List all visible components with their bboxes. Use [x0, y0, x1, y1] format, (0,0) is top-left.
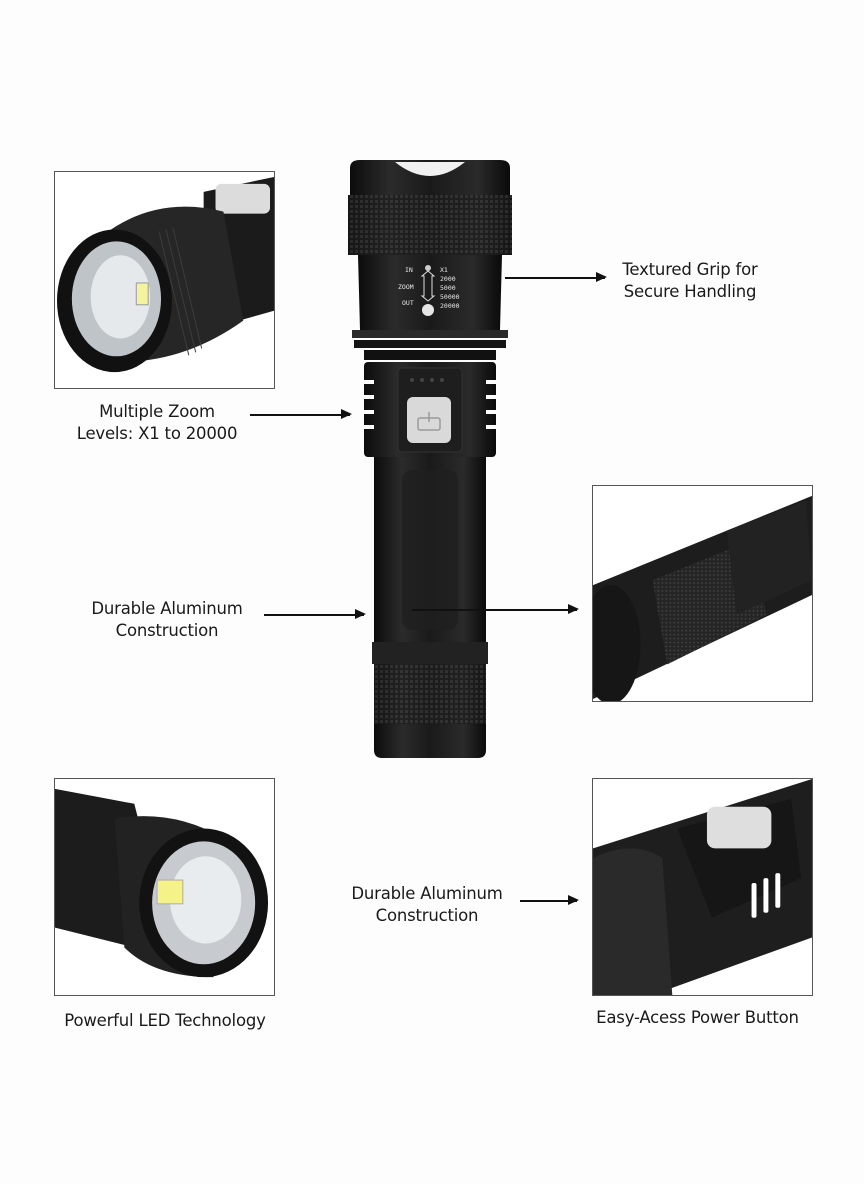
- caption-power-button: Easy-Acess Power Button: [596, 1008, 799, 1027]
- arrow-zoom-levels: [250, 410, 352, 418]
- inset-led-closeup: [54, 778, 275, 996]
- callout-textured-grip: Textured Grip for Secure Handling: [622, 260, 758, 301]
- svg-text:50000: 50000: [440, 293, 460, 301]
- main-flashlight-image: IN ZOOM OUT X1 2000 5000 50000 20000: [340, 150, 520, 770]
- marking-zoom: ZOOM: [398, 283, 414, 291]
- svg-text:2000: 2000: [440, 275, 456, 283]
- inset-button-closeup: [592, 778, 813, 996]
- grip-texture-icon: [593, 486, 812, 701]
- caption-led-technology: Powerful LED Technology: [64, 1011, 266, 1030]
- arrow-aluminum-mid-right: [412, 605, 579, 613]
- callout-aluminum-mid: Durable Aluminum Construction: [91, 599, 243, 640]
- led-head-icon: [55, 172, 274, 388]
- callout-aluminum-bottom: Durable Aluminum Construction: [351, 884, 503, 925]
- callout-zoom-levels: Multiple Zoom Levels: X1 to 20000: [76, 402, 238, 443]
- inset-head-closeup: [54, 171, 275, 389]
- arrow-aluminum-mid-left: [264, 610, 366, 618]
- power-button-icon: [593, 779, 812, 995]
- flashlight-icon: IN ZOOM OUT X1 2000 5000 50000 20000: [348, 160, 512, 758]
- arrow-aluminum-bottom: [520, 896, 579, 904]
- svg-text:X1: X1: [440, 266, 448, 274]
- svg-text:20000: 20000: [440, 302, 460, 310]
- marking-in: IN: [405, 266, 413, 274]
- inset-grip-closeup: [592, 485, 813, 702]
- arrow-textured-grip: [505, 273, 607, 281]
- svg-text:5000: 5000: [440, 284, 456, 292]
- marking-out: OUT: [402, 299, 414, 307]
- led-reflector-icon: [55, 779, 274, 995]
